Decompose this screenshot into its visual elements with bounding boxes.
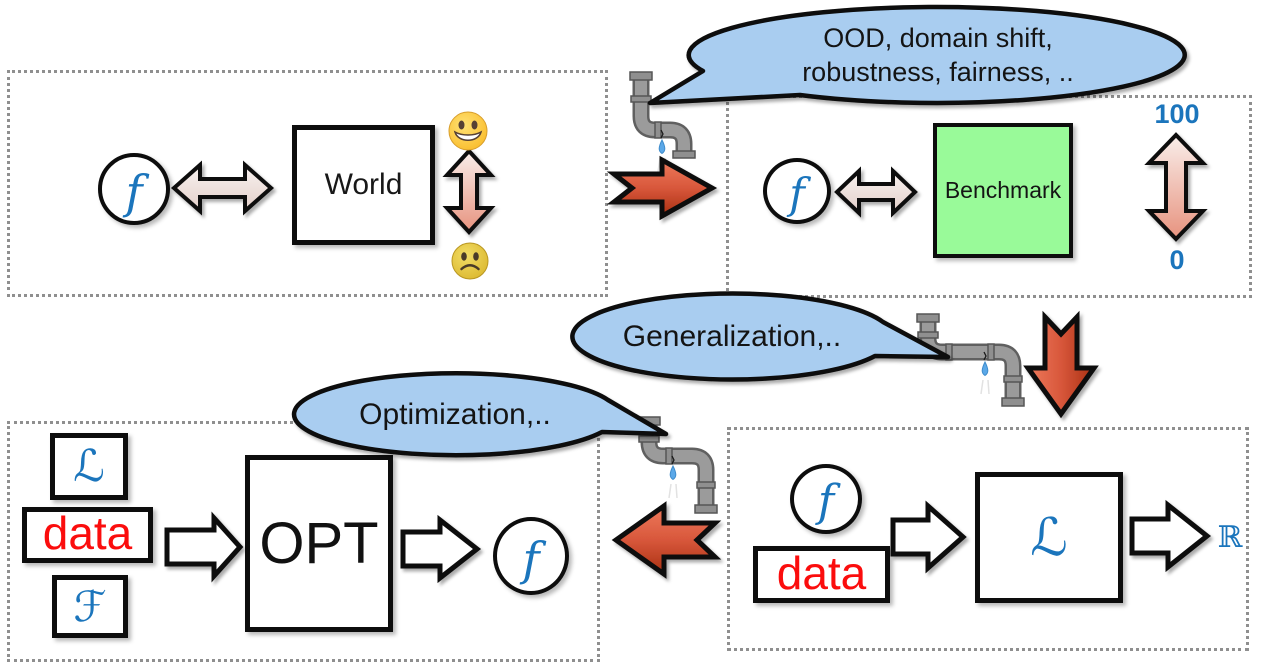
data-eval-box: data [753, 546, 890, 603]
flow-arrow-left-icon [611, 501, 722, 579]
opt-label: OPT [259, 511, 379, 576]
reals-symbol: ℝ [1217, 520, 1243, 555]
leaky-pipe-icon-top [629, 71, 696, 173]
water-drop-icon [981, 360, 989, 377]
data-label: data [42, 507, 133, 559]
f-symbol: f [817, 476, 835, 527]
f-symbol: f [125, 165, 143, 219]
optimizer-box: OPT [245, 455, 393, 632]
data-label: data [776, 546, 867, 599]
model-circle-output: f [493, 517, 569, 595]
function-class-symbol: ℱ [73, 581, 107, 631]
leaky-pipe-icon-bottom [637, 416, 718, 514]
f-symbol: f [522, 532, 540, 586]
bubble-ood-text: OOD, domain shift, robustness, fairness,… [802, 23, 1074, 87]
loss-symbol: ℒ [73, 440, 105, 492]
data-input-box: data [22, 507, 153, 563]
flow-arrow-right-icon [606, 155, 718, 221]
world-box: World [292, 125, 435, 245]
loss-symbol: ℒ [1030, 507, 1068, 568]
world-label: World [324, 168, 403, 201]
function-class-box: ℱ [52, 575, 128, 638]
water-drop-icon [658, 138, 666, 155]
score-max-label: 100 [1154, 99, 1200, 129]
model-circle-eval: f [790, 464, 862, 534]
loss-eval-box: ℒ [975, 472, 1123, 603]
benchmark-label: Benchmark [944, 177, 1062, 203]
benchmark-box: Benchmark [933, 123, 1073, 258]
model-circle-benchmark: f [763, 158, 831, 224]
bubble-optimization-text: Optimization,.. [359, 398, 551, 431]
f-symbol: f [789, 169, 805, 218]
loss-input-box: ℒ [50, 433, 128, 500]
leaky-pipe-icon-middle [916, 313, 1025, 407]
model-circle-world: f [98, 153, 170, 225]
flow-arrow-down-icon [1023, 310, 1099, 419]
score-min-label: 0 [1169, 245, 1185, 275]
water-drop-icon [669, 464, 677, 481]
bubble-generalization-text: Generalization,.. [622, 320, 842, 353]
